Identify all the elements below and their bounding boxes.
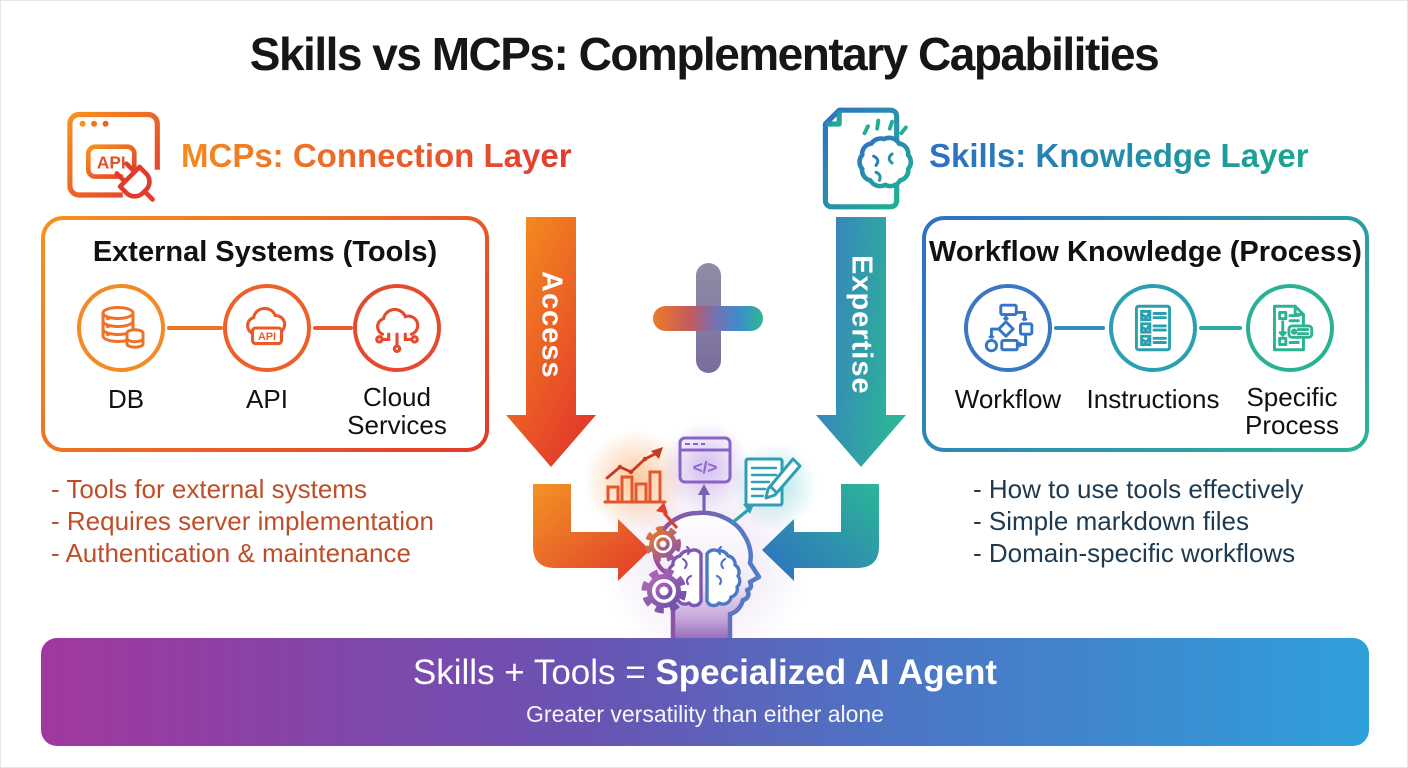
item-label: Cloud Services	[347, 382, 447, 440]
connector-line	[313, 326, 353, 330]
process-document-icon	[1246, 284, 1334, 372]
skills-heading: Skills: Knowledge Layer	[929, 137, 1309, 174]
svg-text:</>: </>	[693, 458, 718, 477]
bullet-item: - Domain-specific workflows	[973, 538, 1296, 568]
left-elbow-arrow	[533, 484, 650, 581]
expertise-arrow-label: Expertise	[845, 254, 878, 395]
connector-line	[1199, 326, 1242, 330]
expertise-arrow: Expertise	[816, 217, 906, 467]
page-title: Skills vs MCPs: Complementary Capabiliti…	[249, 28, 1160, 80]
workflow-knowledge-box: Workflow Knowledge (Process)	[922, 216, 1369, 452]
item-label: Specific Process	[1245, 382, 1339, 440]
document-pencil-icon	[739, 453, 805, 511]
right-elbow-arrow	[762, 484, 879, 581]
external-systems-box: External Systems (Tools)	[41, 216, 489, 452]
svg-text:API: API	[97, 153, 126, 173]
banner-subline: Greater versatility than either alone	[526, 701, 884, 727]
banner-headline: Skills + Tools = Specialized AI Agent	[412, 653, 998, 692]
api-cloud-icon: API	[223, 284, 311, 372]
bar-chart-icon	[597, 445, 673, 507]
external-systems-title: External Systems (Tools)	[92, 236, 438, 268]
connector-line	[167, 326, 223, 330]
item-label: API	[246, 384, 288, 414]
item-label: Workflow	[954, 384, 1062, 414]
plus-icon	[649, 259, 767, 377]
skills-bullet-list: - How to use tools effectively - Simple …	[973, 473, 1303, 569]
svg-text:API: API	[258, 331, 276, 343]
bullet-item: - Authentication & maintenance	[51, 538, 411, 568]
bullet-item: - Tools for external systems	[51, 474, 367, 504]
api-browser-plug-icon: API	[63, 103, 178, 218]
gear-large	[641, 568, 687, 614]
gear-small	[645, 526, 681, 562]
code-window-icon: </>	[675, 433, 735, 491]
head-brain-icon	[501, 431, 911, 649]
workflow-knowledge-title: Workflow Knowledge (Process)	[929, 236, 1362, 268]
item-label: Instructions	[1086, 384, 1220, 414]
access-arrow: Access	[506, 217, 596, 467]
document-brain-icon	[807, 101, 922, 216]
flowchart-icon	[964, 284, 1052, 372]
mcps-bullet-list: - Tools for external systems - Requires …	[51, 473, 434, 569]
bullet-item: - Simple markdown files	[973, 506, 1249, 536]
item-label: DB	[107, 384, 145, 414]
conclusion-banner: Skills + Tools = Specialized AI Agent Gr…	[41, 638, 1369, 746]
database-icon	[77, 284, 165, 372]
access-arrow-label: Access	[535, 270, 568, 379]
bullet-item: - How to use tools effectively	[973, 474, 1304, 504]
checklist-icon	[1109, 284, 1197, 372]
mcps-heading: MCPs: Connection Layer	[181, 137, 572, 174]
connector-line	[1054, 326, 1105, 330]
bullet-item: - Requires server implementation	[51, 506, 434, 536]
cloud-services-icon	[353, 284, 441, 372]
